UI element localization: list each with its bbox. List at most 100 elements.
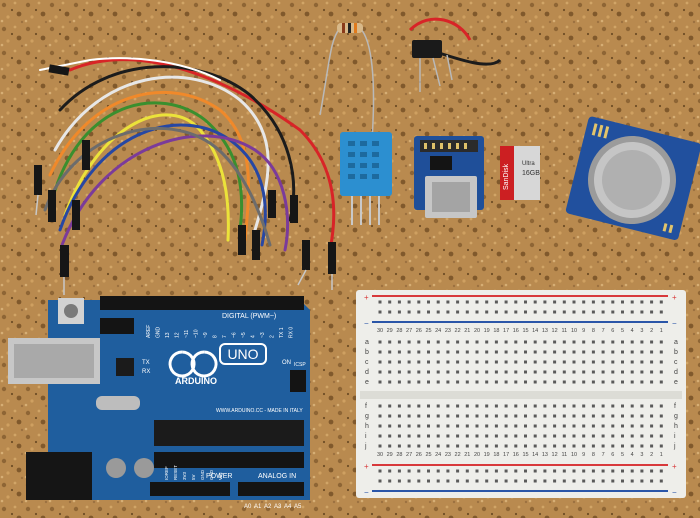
rail-plus-top-left: + <box>364 293 369 302</box>
arduino-brand: ARDUINO <box>175 376 217 386</box>
breadboard-hole <box>397 469 401 473</box>
power-pin-label: RESET <box>173 465 178 480</box>
breadboard-hole <box>572 444 576 448</box>
breadboard-hole <box>533 350 537 354</box>
breadboard-hole <box>494 350 498 354</box>
breadboard-hole <box>494 424 498 428</box>
breadboard-hole <box>659 370 663 374</box>
breadboard-hole <box>407 469 411 473</box>
breadboard-hole <box>475 434 479 438</box>
breadboard-hole <box>465 444 469 448</box>
breadboard-hole <box>407 479 411 483</box>
digital-pin-label: TX 1 <box>279 327 285 338</box>
breadboard-column-number: 19 <box>484 452 490 458</box>
rail-minus-top-left: − <box>364 319 369 328</box>
breadboard-hole <box>591 360 595 364</box>
breadboard-hole <box>553 370 557 374</box>
breadboard-hole <box>436 340 440 344</box>
breadboard-hole <box>533 340 537 344</box>
breadboard-column-number: 15 <box>522 328 528 334</box>
breadboard-hole <box>417 479 421 483</box>
breadboard-hole <box>611 404 615 408</box>
breadboard-hole <box>514 469 518 473</box>
breadboard-hole <box>582 414 586 418</box>
breadboard-hole <box>640 424 644 428</box>
resistor <box>319 23 375 141</box>
breadboard-hole <box>436 404 440 408</box>
breadboard-hole <box>591 310 595 314</box>
breadboard-hole <box>514 300 518 304</box>
breadboard-hole <box>659 350 663 354</box>
breadboard-column-number: 21 <box>464 328 470 334</box>
breadboard-hole <box>456 370 460 374</box>
icsp-label: ICSP <box>294 362 306 368</box>
breadboard-hole <box>562 404 566 408</box>
breadboard-hole <box>562 360 566 364</box>
breadboard-hole <box>378 404 382 408</box>
digital-label: DIGITAL (PWM~) <box>222 313 276 320</box>
breadboard-hole <box>485 360 489 364</box>
breadboard-hole <box>524 404 527 408</box>
breadboard-hole <box>562 444 566 448</box>
breadboard-hole <box>427 350 430 354</box>
breadboard-hole <box>456 444 460 448</box>
breadboard-hole <box>494 340 498 344</box>
breadboard-hole <box>621 434 624 438</box>
breadboard-hole <box>621 404 624 408</box>
breadboard-hole <box>640 360 644 364</box>
breadboard-column-number: 5 <box>621 452 624 458</box>
digital-pin-label: ~6 <box>232 332 238 338</box>
breadboard-column-number: 4 <box>631 328 634 334</box>
breadboard-hole <box>640 370 644 374</box>
breadboard-column-number: 20 <box>474 452 480 458</box>
breadboard-column-number: 6 <box>611 328 614 334</box>
breadboard-hole <box>650 360 654 364</box>
breadboard-hole <box>591 414 595 418</box>
breadboard-hole <box>582 479 586 483</box>
breadboard-hole <box>475 310 479 314</box>
breadboard-hole <box>601 300 605 304</box>
breadboard-hole <box>388 469 392 473</box>
breadboard-hole <box>388 424 392 428</box>
breadboard-hole <box>475 340 479 344</box>
icsp-header <box>290 370 306 392</box>
breadboard-hole <box>388 350 392 354</box>
breadboard-column-number: 3 <box>640 452 643 458</box>
breadboard-hole <box>494 370 498 374</box>
breadboard-hole <box>407 300 411 304</box>
breadboard-hole <box>378 380 382 384</box>
analog-pin-label: A5 <box>294 504 302 510</box>
breadboard-hole <box>514 434 518 438</box>
breadboard-row-letter: b <box>365 349 369 356</box>
breadboard-hole <box>494 469 498 473</box>
breadboard-row-letter: a <box>365 339 369 346</box>
breadboard-hole <box>397 350 401 354</box>
breadboard-column-number: 28 <box>396 328 402 334</box>
breadboard-hole <box>417 469 421 473</box>
breadboard-hole <box>485 310 489 314</box>
breadboard-hole <box>601 424 605 428</box>
analog-pin-label: A2 <box>264 504 272 510</box>
breadboard-column-number: 22 <box>455 452 461 458</box>
power-pin-label: VIN <box>218 472 223 480</box>
breadboard-column-number: 29 <box>387 452 393 458</box>
breadboard-hole <box>494 310 498 314</box>
breadboard-hole <box>524 350 527 354</box>
breadboard-hole <box>397 360 401 364</box>
breadboard-column-number: 3 <box>640 328 643 334</box>
breadboard-hole <box>591 380 595 384</box>
breadboard-hole <box>436 424 440 428</box>
breadboard-hole <box>553 424 557 428</box>
breadboard-hole <box>650 479 654 483</box>
breadboard-hole <box>543 380 547 384</box>
breadboard-hole <box>543 424 547 428</box>
breadboard-hole <box>659 424 663 428</box>
breadboard-hole <box>572 340 576 344</box>
breadboard-hole <box>621 444 624 448</box>
breadboard-hole <box>436 300 440 304</box>
breadboard-hole <box>562 300 566 304</box>
breadboard-hole <box>543 479 547 483</box>
digital-pin-label: 12 <box>175 332 181 338</box>
